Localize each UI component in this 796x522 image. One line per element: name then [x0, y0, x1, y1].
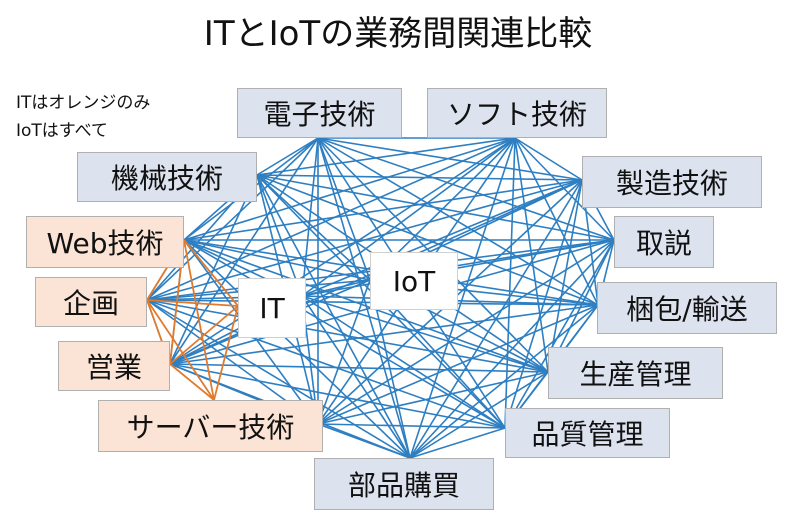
iot-edge-3: [317, 137, 615, 241]
node-seisan: 生産管理: [548, 347, 723, 399]
iot-edge-2: [317, 137, 583, 181]
it-edge-3: [183, 239, 239, 307]
it-edge-9: [213, 305, 239, 401]
iot-edge-81: [183, 239, 506, 429]
iot-edge-1: [256, 137, 319, 176]
iot-edge-74: [183, 239, 549, 373]
iot-edge-53: [409, 239, 615, 459]
node-kikai: 機械技術: [77, 152, 257, 202]
iot-edge-77: [409, 427, 506, 459]
iot-edge-12: [301, 137, 319, 297]
iot-edge-37: [256, 174, 303, 297]
iot-edge-82: [301, 295, 506, 429]
iot-edge-24: [183, 137, 516, 241]
legend-note-iot: IoTはすべて: [16, 121, 108, 141]
iot-edge-27: [256, 174, 583, 181]
iot-edge-22: [169, 137, 516, 365]
iot-edge-71: [317, 371, 549, 425]
iot-edge-20: [409, 137, 516, 459]
iot-edge-104: [301, 279, 371, 297]
iot-edge-80: [146, 299, 506, 429]
iot-edge-25: [301, 137, 516, 297]
node-web: Web技術: [26, 216, 184, 268]
iot-edge-10: [146, 137, 319, 301]
node-denshi: 電子技術: [237, 88, 402, 138]
iot-edge-75: [301, 295, 549, 373]
iot-edge-64: [169, 304, 599, 365]
it-edge-6: [146, 299, 239, 307]
hub-iot: IoT: [370, 252, 458, 310]
node-server: サーバー技術: [98, 400, 323, 452]
iot-edge-94: [317, 279, 371, 425]
iot-edge-78: [317, 423, 506, 429]
it-edge-2: [183, 239, 215, 401]
node-soft: ソフト技術: [427, 88, 607, 138]
iot-edge-72: [169, 363, 549, 373]
it-edge-5: [146, 299, 215, 401]
iot-edge-15: [514, 137, 583, 181]
iot-edge-38: [256, 174, 371, 281]
iot-edge-63: [317, 304, 599, 425]
it-edge-7: [169, 363, 215, 401]
iot-edge-47: [183, 179, 583, 241]
node-kikaku: 企画: [35, 277, 147, 327]
node-hinshitsu: 品質管理: [505, 408, 670, 458]
diagram-title: ITとIoTの業務間関連比較: [203, 14, 593, 54]
iot-edge-87: [183, 239, 411, 459]
iot-edge-103: [183, 239, 371, 281]
node-eigyo: 営業: [58, 341, 170, 391]
iot-edge-41: [547, 179, 583, 373]
iot-edge-14: [256, 137, 516, 176]
node-seizo: 製造技術: [582, 156, 762, 208]
it-edge-8: [169, 305, 239, 365]
node-torisetsu: 取説: [614, 216, 714, 268]
node-buhin: 部品購買: [314, 458, 494, 510]
legend-note-it: ITはオレンジのみ: [16, 93, 151, 113]
iot-edge-70: [409, 371, 549, 459]
node-konpo: 梱包/輸送: [597, 282, 777, 334]
iot-edge-19: [504, 137, 516, 429]
iot-edge-48: [301, 179, 583, 297]
hub-it: IT: [238, 278, 306, 338]
iot-edge-79: [169, 363, 506, 429]
iot-edge-28: [256, 174, 615, 241]
iot-edge-86: [146, 299, 411, 459]
iot-edge-88: [301, 295, 411, 459]
iot-edge-52: [504, 239, 615, 429]
